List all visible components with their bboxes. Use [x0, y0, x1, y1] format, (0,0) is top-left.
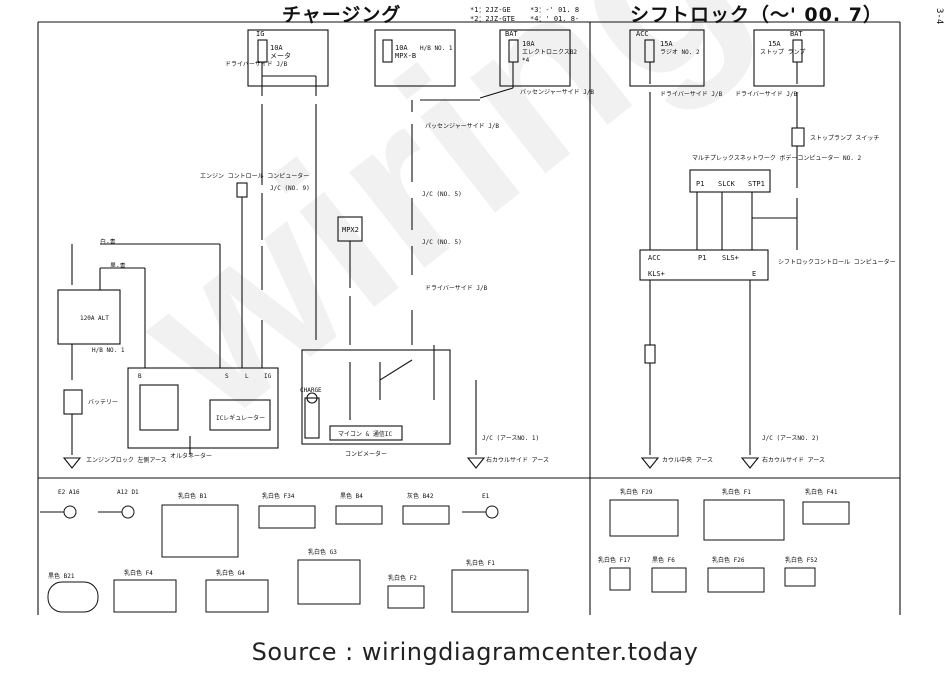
- conn-b42: 灰色 B42: [407, 492, 434, 500]
- shift-right-cowl-label: 右カウルサイド アース: [762, 456, 825, 464]
- bat-fuse-amp: 10A: [522, 40, 535, 48]
- conn-f1-right: 乳白色 F1: [722, 488, 751, 496]
- acc-fuse-name: ラジオ NO. 2: [660, 49, 700, 56]
- ic-regulator-label: ICレギュレーター: [216, 414, 265, 422]
- shift-ecu-label: シフトロックコントロール コンピューター: [778, 258, 896, 266]
- bat-fuse-note: *4: [522, 57, 530, 64]
- wire-black-blue: 黒-青: [110, 262, 126, 270]
- conn-e2-a16: E2 A16: [58, 489, 80, 496]
- ecu-label: エンジン コントロール コンピューター: [200, 172, 309, 180]
- battery-label: バッテリー: [88, 399, 118, 406]
- alternator-label: オルタネーター: [170, 452, 212, 460]
- jc-no9-label: J/C (NO. 9): [270, 185, 310, 192]
- conn-f17: 乳白色 F17: [598, 556, 631, 564]
- conn-f41: 乳白色 F41: [805, 488, 838, 496]
- wire-white-blue: 白-青: [100, 238, 116, 246]
- ig-fuse-amp: 10A: [270, 44, 283, 52]
- conn-f52: 乳白色 F52: [785, 556, 818, 564]
- jc-no5b-label: J/C (NO. 5): [422, 239, 462, 246]
- charging-title: チャージング: [282, 4, 402, 26]
- alt-fuse-label: 120A ALT: [80, 315, 109, 322]
- cowl-center-label: カウル中央 アース: [662, 456, 713, 464]
- stop-fuse-amp: 15A: [768, 40, 781, 48]
- shift-lock-title: シフトロック（～' 00. 7）: [630, 4, 883, 26]
- mpx-fuse-amp: 10A: [395, 44, 408, 52]
- page-number: 3-4: [934, 8, 944, 25]
- alt-terminal-ig: IG: [264, 373, 272, 380]
- model-note-3: *3：-' 01. 8: [530, 6, 580, 14]
- conn-a12-d1: A12 D1: [117, 489, 139, 496]
- ig-fuse-location: ドライバーサイド J/B: [225, 61, 288, 68]
- bat-fuse-name: エレクトロニクスB2: [522, 49, 577, 56]
- driver-jb-label: ドライバーサイド J/B: [425, 285, 488, 292]
- ig-fuse-name: メータ: [270, 51, 291, 60]
- jc-no1-label: J/C (アースNO. 1): [482, 435, 539, 442]
- pin-p1-top: P1: [696, 180, 704, 188]
- model-note-2: *2：2JZ-GTE: [470, 15, 515, 23]
- pin-sls: SLS+: [722, 254, 739, 262]
- conn-f4: 乳白色 F4: [124, 569, 153, 577]
- micom-label: マイコン & 通信IC: [338, 430, 392, 438]
- jc-no2-label: J/C (アースNO. 2): [762, 435, 819, 442]
- pin-e: E: [752, 270, 756, 278]
- conn-f29: 乳白色 F29: [620, 488, 653, 496]
- passenger-side-jb-label: パッセンジャーサイド J/B: [425, 123, 499, 130]
- conn-g3: 乳白色 G3: [308, 548, 337, 556]
- stop-switch-label: ストップランプ スイッチ: [810, 135, 879, 142]
- conn-f34: 乳白色 F34: [262, 492, 295, 500]
- shift-multiplex-label: マルチプレックスネットワーク ボデーコンピューター NO. 2: [692, 154, 861, 162]
- conn-e1: E1: [482, 493, 490, 500]
- stop-power: BAT: [790, 30, 803, 38]
- model-note-1: *1：2JZ-GE: [470, 6, 511, 14]
- alt-terminal-l: L: [245, 373, 249, 380]
- meter-label: コンビメーター: [345, 450, 387, 458]
- alt-terminal-b: B: [138, 373, 142, 380]
- stop-fuse-location: ドライバーサイド J/B: [735, 91, 798, 98]
- alt-terminal-s: S: [225, 373, 229, 380]
- engine-ground-label: エンジンブロック 左側アース: [86, 456, 167, 464]
- conn-b4: 黒色 B4: [340, 492, 363, 500]
- pin-p1-mid: P1: [698, 254, 706, 262]
- pin-slck: SLCK: [718, 180, 736, 188]
- bat-power: BAT: [505, 30, 518, 38]
- mpx-fuse-location: H/B NO. 1: [420, 45, 453, 52]
- stop-fuse-name: ストップ ランプ: [760, 49, 805, 56]
- acc-fuse-location: ドライバーサイド J/B: [660, 91, 723, 98]
- conn-f6: 黒色 F6: [652, 556, 675, 564]
- pin-stp1: STP1: [748, 180, 765, 188]
- conn-b1: 乳白色 B1: [178, 492, 207, 500]
- right-cowl-ground-label: 右カウルサイド アース: [486, 456, 549, 464]
- conn-f26: 乳白色 F26: [712, 556, 745, 564]
- conn-f1-left: 乳白色 F1: [466, 559, 495, 567]
- model-note-4: *4：' 01. 8-: [530, 15, 580, 23]
- mpx2-label: MPX2: [342, 226, 359, 234]
- mpx-fuse-name: MPX-B: [395, 52, 416, 60]
- passenger-jb-label: パッセンジャーサイド J/B: [520, 89, 594, 96]
- hb-no1-label: H/B NO. 1: [92, 347, 125, 354]
- acc-power: ACC: [636, 30, 649, 38]
- charge-label: CHARGE: [300, 387, 322, 394]
- conn-f2: 乳白色 F2: [388, 574, 417, 582]
- pin-acc: ACC: [648, 254, 661, 262]
- pin-kls: KLS+: [648, 270, 665, 278]
- conn-g4: 乳白色 G4: [216, 569, 245, 577]
- source-caption: Source : wiringdiagramcenter.today: [251, 638, 699, 666]
- acc-fuse-amp: 15A: [660, 40, 673, 48]
- ig-power: IG: [256, 30, 264, 38]
- jc-no5-label: J/C (NO. 5): [422, 191, 462, 198]
- conn-b21: 黒色 B21: [48, 572, 75, 580]
